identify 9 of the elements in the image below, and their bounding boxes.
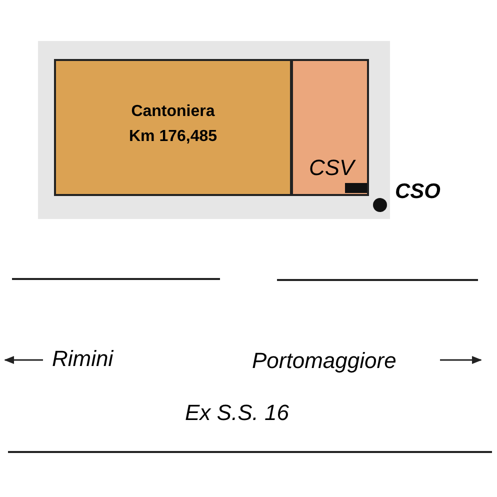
direction-label: Portomaggiore [252, 348, 396, 374]
building-box [54, 59, 292, 196]
direction-label: Rimini [52, 346, 114, 372]
point-label: CSO [395, 180, 441, 204]
building-label: Cantoniera [130, 102, 216, 122]
road-label: Ex S.S. 16 [185, 400, 289, 426]
building-label: Km 176,485 [128, 127, 218, 147]
building-box [291, 59, 369, 196]
room-label: CSV [309, 155, 354, 181]
